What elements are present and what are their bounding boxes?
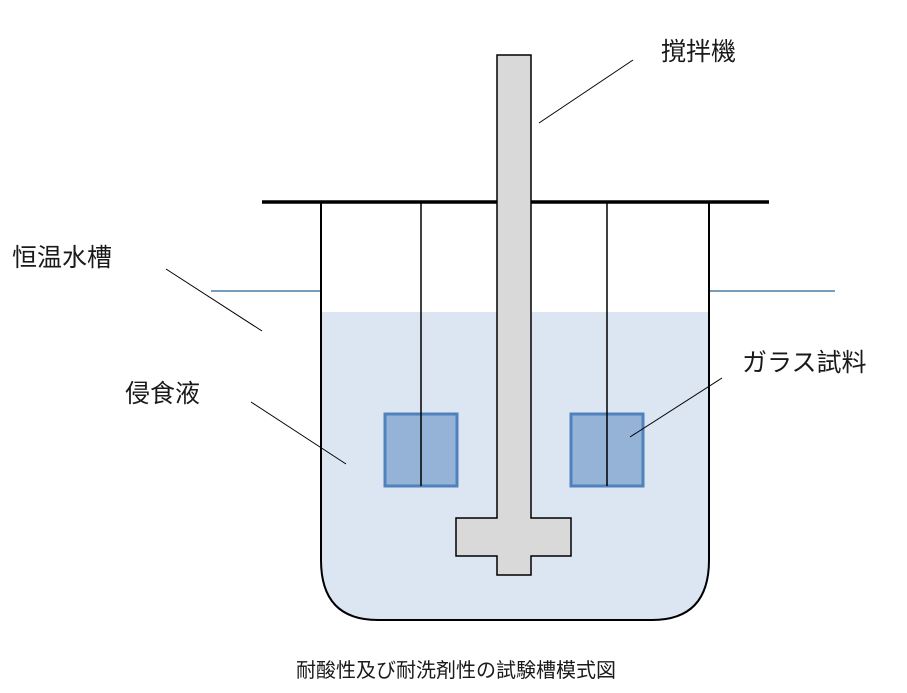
stirrer-leader-line bbox=[538, 59, 634, 124]
beaker-outline bbox=[320, 202, 710, 621]
figure-caption: 耐酸性及び耐洗剤性の試験槽模式図 bbox=[296, 658, 616, 682]
label-glass-sample: ガラス試料 bbox=[742, 348, 867, 377]
label-immersion-liquid: 侵食液 bbox=[125, 379, 200, 408]
label-stirrer: 撹拌機 bbox=[661, 37, 736, 66]
bath-leader-line bbox=[165, 268, 263, 332]
stirrer bbox=[455, 54, 572, 576]
sample-leader-line bbox=[629, 377, 723, 438]
liquid-leader-line bbox=[250, 401, 347, 465]
label-thermostatic-bath: 恒温水槽 bbox=[12, 243, 112, 272]
